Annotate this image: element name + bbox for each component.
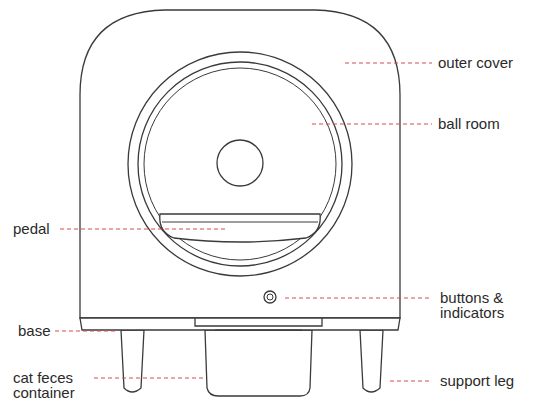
leader-line — [60, 229, 225, 230]
leader-line — [345, 63, 432, 64]
leader-line — [312, 124, 432, 125]
button-indicator — [267, 294, 273, 300]
ball-room-inner — [144, 68, 336, 260]
container-edge — [215, 330, 302, 331]
container-lip — [195, 318, 322, 326]
support-leg — [121, 330, 144, 392]
part-label: support leg — [440, 373, 548, 388]
pedal — [160, 214, 320, 242]
part-label: ball room — [438, 116, 548, 131]
part-label: base — [18, 323, 58, 338]
support-leg — [360, 330, 383, 392]
button — [264, 291, 276, 303]
part-label: outer cover — [438, 55, 548, 70]
leader-line — [285, 298, 432, 299]
leader-line — [55, 331, 118, 332]
ball-room-ring — [138, 62, 342, 266]
part-label: buttons & indicators — [440, 290, 540, 320]
pedal-edge — [162, 222, 318, 223]
base — [80, 318, 400, 330]
leader-line — [94, 378, 205, 379]
leader-line — [390, 381, 432, 382]
outer-cover — [80, 10, 400, 318]
part-label: cat feces container — [13, 370, 91, 400]
feces-container — [205, 330, 312, 396]
ball-room-window — [217, 140, 263, 186]
ball-room-ring — [128, 52, 352, 276]
part-label: pedal — [13, 221, 57, 236]
